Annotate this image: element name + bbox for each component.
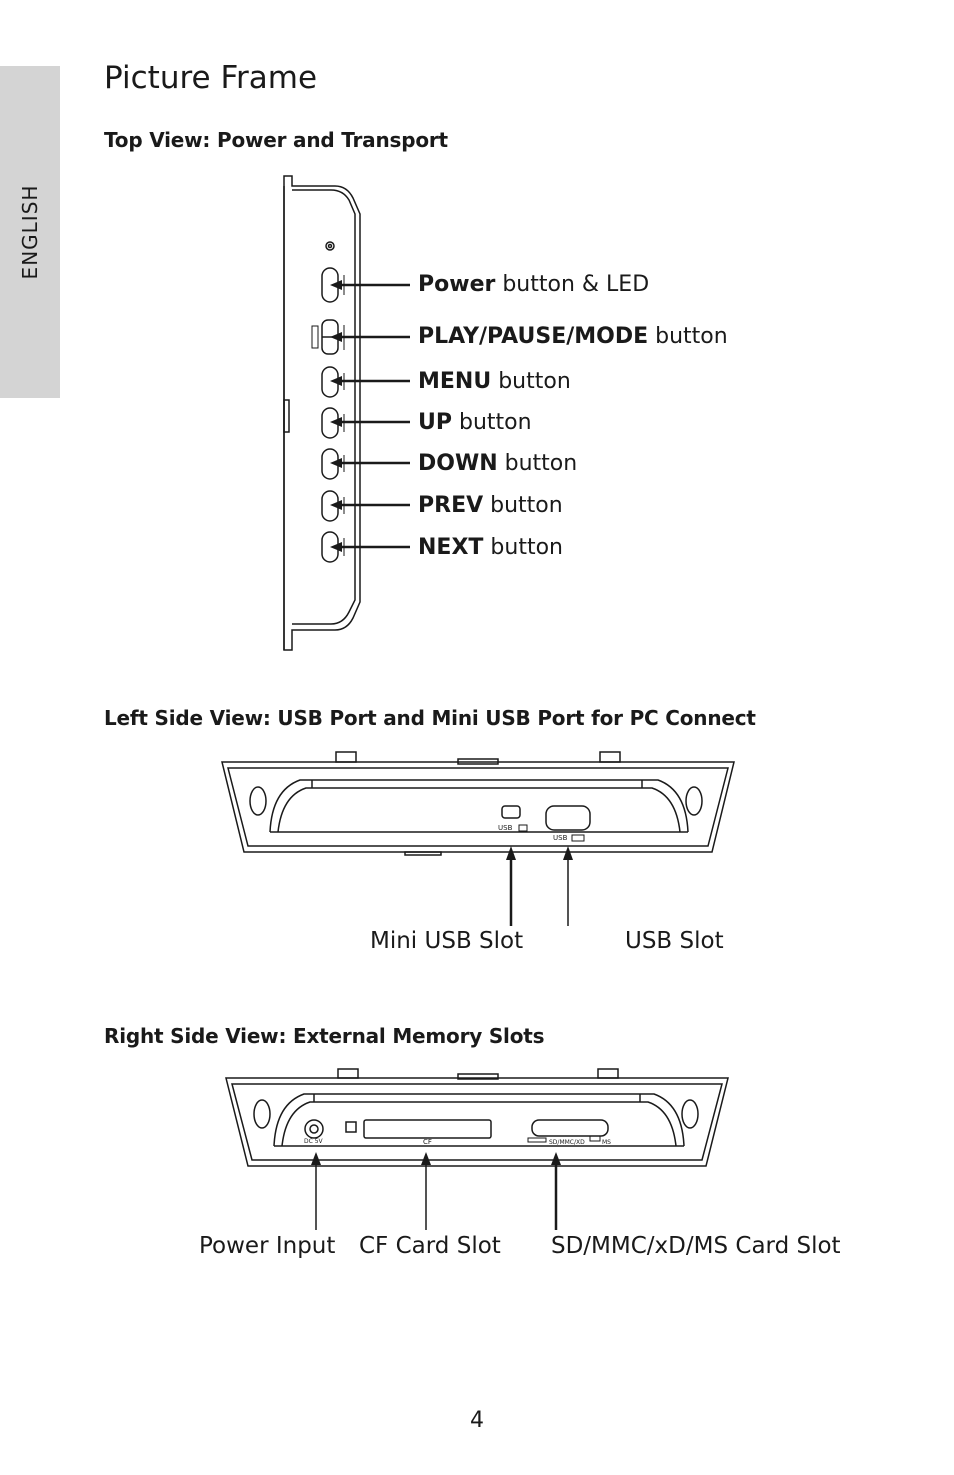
- page-number: 4: [470, 1408, 484, 1433]
- right-view-heading: Right Side View: External Memory Slots: [104, 1024, 545, 1048]
- callout-menu: MENU button: [418, 369, 571, 394]
- language-tab: ENGLISH: [0, 66, 60, 398]
- page-title: Picture Frame: [104, 60, 318, 96]
- callout-down: DOWN button: [418, 451, 578, 476]
- callout-play-pause-mode: PLAY/PAUSE/MODE button: [418, 324, 728, 349]
- cf-mark: CF: [423, 1138, 432, 1146]
- caption-sd-card-slot: SD/MMC/xD/MS Card Slot: [551, 1233, 841, 1259]
- caption-mini-usb-slot: Mini USB Slot: [370, 928, 524, 954]
- ms-mark: MS: [602, 1139, 611, 1146]
- callout-prev: PREV button: [418, 493, 563, 518]
- callout-next: NEXT button: [418, 535, 563, 560]
- caption-power-input: Power Input: [199, 1233, 336, 1259]
- mini-usb-mark: USB: [498, 824, 513, 832]
- callout-power: Power button & LED: [418, 272, 650, 297]
- caption-cf-card-slot: CF Card Slot: [359, 1233, 501, 1259]
- sd-mark: SD/MMC/XD: [549, 1139, 585, 1146]
- dc-mark: DC 5V: [304, 1138, 324, 1145]
- left-view-heading: Left Side View: USB Port and Mini USB Po…: [104, 706, 756, 730]
- callout-up: UP button: [418, 410, 532, 435]
- caption-usb-slot: USB Slot: [625, 928, 724, 954]
- top-view-heading: Top View: Power and Transport: [104, 128, 448, 152]
- usb-mark: USB: [553, 834, 568, 842]
